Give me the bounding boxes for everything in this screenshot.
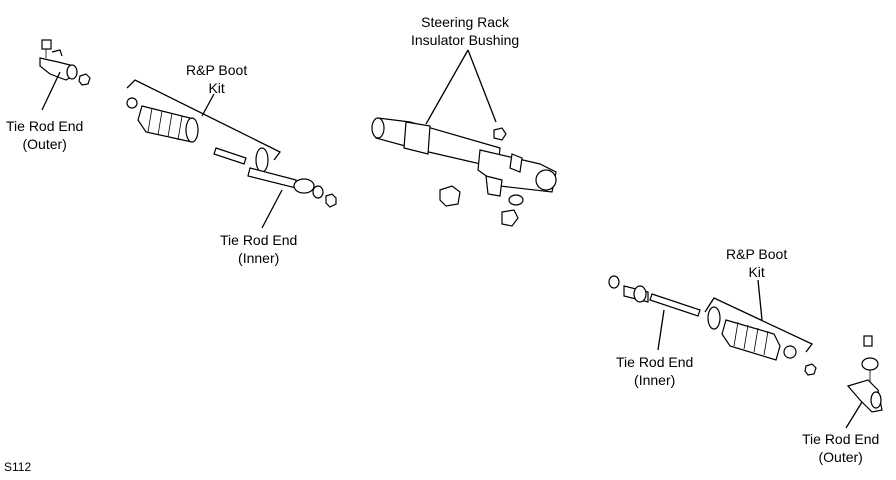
label-line-1: Steering Rack [421, 14, 510, 30]
label-line-1: Tie Rod End [802, 431, 880, 447]
rack-bushing-leader-2 [467, 49, 497, 123]
left-boot-part [126, 97, 199, 143]
rack-bushings-loose [439, 185, 524, 227]
right-nut-part [804, 363, 817, 376]
left-inner-leader [261, 189, 283, 229]
label-line-1: Tie Rod End [6, 118, 84, 134]
left-outer-leader [41, 71, 61, 111]
label-rp-boot-kit-left: R&P Boot Kit [186, 61, 247, 97]
label-tie-rod-end-outer-left: Tie Rod End (Outer) [6, 117, 83, 153]
label-steering-rack-insulator-bushing: Steering Rack Insulator Bushing [411, 13, 519, 49]
label-rp-boot-kit-right: R&P Boot Kit [726, 245, 787, 281]
right-outer-tie-rod-end-part [846, 335, 883, 413]
left-boot-kit-bracket [126, 79, 281, 161]
right-outer-leader [845, 401, 863, 429]
rack-bushing-leader-1 [425, 49, 469, 125]
label-tie-rod-end-inner-right: Tie Rod End (Inner) [616, 353, 693, 389]
right-inner-tie-rod-part [608, 275, 721, 330]
label-line-2: (Inner) [634, 372, 676, 388]
label-line-1: R&P Boot [726, 246, 788, 262]
left-boot-kit-leader [201, 93, 215, 117]
left-outer-tie-rod-end-part [39, 39, 91, 86]
label-line-1: R&P Boot [186, 62, 248, 78]
label-line-1: Tie Rod End [220, 232, 298, 248]
left-inner-tie-rod-part [213, 147, 337, 208]
steering-rack-housing-part [371, 117, 557, 197]
label-line-1: Tie Rod End [616, 354, 694, 370]
label-line-2: Kit [748, 264, 765, 280]
figure-code: S112 [4, 460, 32, 474]
label-line-2: Insulator Bushing [411, 32, 520, 48]
label-line-2: (Outer) [818, 449, 863, 465]
label-line-2: (Inner) [238, 250, 280, 266]
right-boot-kit-bracket [704, 297, 813, 353]
label-tie-rod-end-outer-right: Tie Rod End (Outer) [802, 430, 879, 466]
right-boot-kit-leader [757, 279, 763, 321]
right-inner-leader [657, 309, 665, 351]
label-tie-rod-end-inner-left: Tie Rod End (Inner) [220, 231, 297, 267]
right-boot-part [721, 319, 797, 361]
label-line-2: Kit [208, 80, 225, 96]
label-line-2: (Outer) [22, 136, 67, 152]
